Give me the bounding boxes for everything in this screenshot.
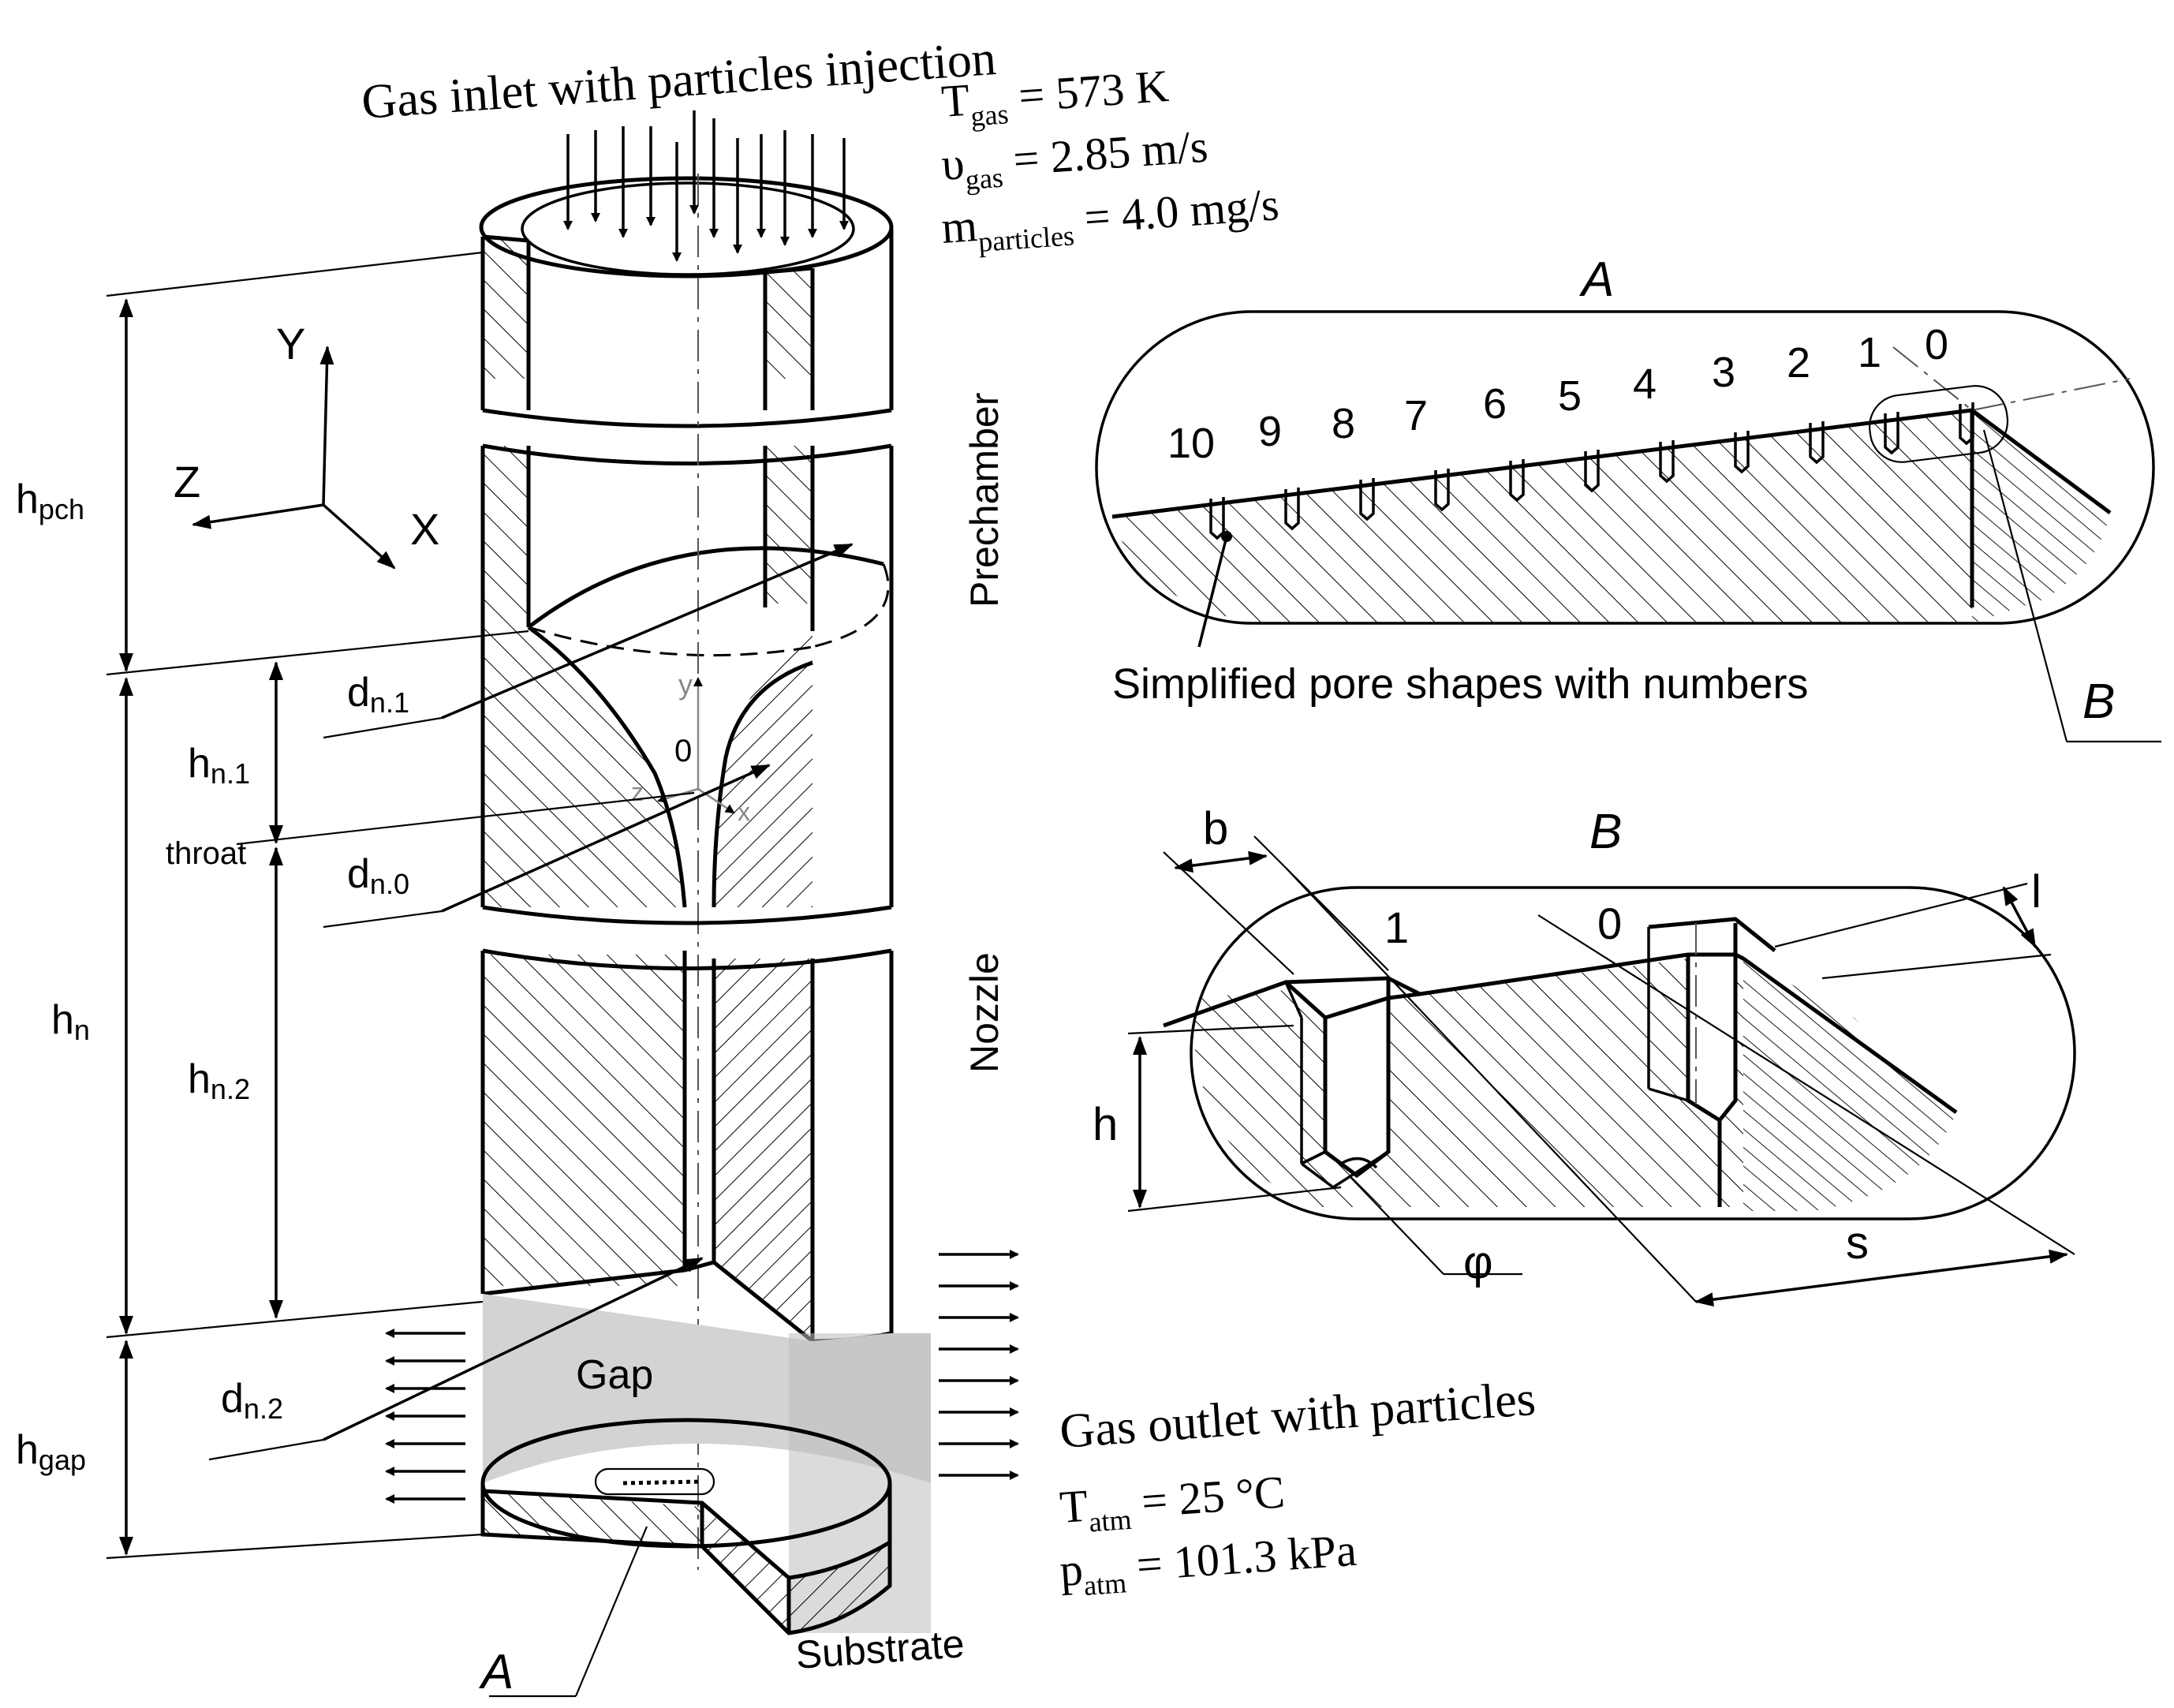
h-gap-subscript: gap xyxy=(39,1444,86,1476)
svg-text:hgap: hgap xyxy=(16,1427,86,1476)
local-z-label: z xyxy=(631,778,644,806)
h-n-symbol: h xyxy=(51,997,74,1043)
inlet-conditions: Tgas = 573 K υgas = 2.85 m/s mparticles … xyxy=(939,60,1280,258)
section-marker-a: A xyxy=(478,1526,648,1699)
pore-number-0: 0 xyxy=(1925,321,1948,368)
svg-text:Tgas = 573 K: Tgas = 573 K xyxy=(939,60,1171,134)
h-n1-subscript: n.1 xyxy=(211,757,250,790)
svg-text:dn.1: dn.1 xyxy=(347,670,409,719)
dimension-lines xyxy=(106,251,854,1560)
outlet-arrows-right xyxy=(939,1250,1019,1480)
t-gas-symbol: T xyxy=(939,74,971,127)
outlet-arrows-left xyxy=(385,1329,465,1504)
pore-number-1: 1 xyxy=(1858,329,1881,376)
m-particles-symbol: m xyxy=(939,200,979,253)
t-atm-symbol: T xyxy=(1058,1480,1089,1533)
local-x-label: x xyxy=(738,798,750,826)
t-gas-subscript: gas xyxy=(969,98,1010,132)
detail-a-title: A xyxy=(1578,252,1614,307)
substrate: Substrate xyxy=(480,1467,966,1677)
pore-number-8: 8 xyxy=(1332,400,1355,447)
svg-text:hpch: hpch xyxy=(16,477,84,525)
svg-text:υgas = 2.85 m/s: υgas = 2.85 m/s xyxy=(939,121,1210,197)
pore-number-3: 3 xyxy=(1712,349,1735,396)
throat-label: throat xyxy=(166,836,246,871)
pore-number-6: 6 xyxy=(1483,380,1507,428)
x-axis-label: X xyxy=(410,504,439,554)
prechamber-body xyxy=(480,446,894,908)
v-gas-symbol: υ xyxy=(939,137,966,190)
t-atm-value: = 25 °C xyxy=(1129,1466,1287,1528)
d-n2-subscript: n.2 xyxy=(244,1392,283,1425)
inlet-opening xyxy=(521,181,855,276)
dim-s-label: s xyxy=(1846,1217,1869,1269)
pore-row xyxy=(1209,402,1974,540)
section-marker-a-label: A xyxy=(478,1645,514,1699)
pore-number-5: 5 xyxy=(1558,372,1582,420)
pore-number-10: 10 xyxy=(1167,420,1215,467)
svg-text:patm = 101.3 kPa: patm = 101.3 kPa xyxy=(1058,1524,1358,1603)
d-n0-symbol: d xyxy=(347,851,370,897)
nozzle-lower xyxy=(480,951,894,1344)
dim-l-label: l xyxy=(2031,866,2041,918)
h-n2-symbol: h xyxy=(188,1056,211,1102)
detail-a-callout-b: B xyxy=(2082,675,2115,729)
h-pch-subscript: pch xyxy=(39,493,84,525)
cylinder-top xyxy=(479,176,894,410)
outlet-conditions: Tatm = 25 °C patm = 101.3 kPa xyxy=(1058,1466,1358,1603)
svg-text:hn.2: hn.2 xyxy=(188,1056,250,1105)
dim-b-label: b xyxy=(1203,803,1228,854)
svg-text:hn.1: hn.1 xyxy=(188,741,250,790)
t-atm-subscript: atm xyxy=(1088,1504,1133,1538)
p-atm-value: = 101.3 kPa xyxy=(1123,1524,1358,1591)
m-particles-value: = 4.0 mg/s xyxy=(1071,178,1280,244)
detail-b: B b l h xyxy=(1093,803,2076,1307)
h-n1-symbol: h xyxy=(188,741,211,787)
origin-label: 0 xyxy=(674,734,692,768)
outlet-title: Gas outlet with particles xyxy=(1058,1372,1537,1459)
v-gas-value: = 2.85 m/s xyxy=(1000,121,1209,186)
h-pch-symbol: h xyxy=(16,477,39,522)
pore-number-4: 4 xyxy=(1633,361,1657,408)
dimension-labels: hpch hn hgap hn.1 hn.2 throat dn.1 dn.0 … xyxy=(16,477,409,1476)
dim-h-label: h xyxy=(1093,1099,1118,1150)
detail-b-pore-1: 1 xyxy=(1384,903,1409,952)
gap-label: Gap xyxy=(576,1352,653,1398)
svg-text:dn.0: dn.0 xyxy=(347,851,409,900)
detail-b-frame xyxy=(1190,886,2076,1220)
z-axis-label: Z xyxy=(174,457,200,506)
prechamber-label: Prechamber xyxy=(962,393,1007,607)
d-n1-subscript: n.1 xyxy=(370,686,409,719)
t-gas-value: = 573 K xyxy=(1006,60,1171,122)
inlet-arrows xyxy=(563,110,849,262)
detail-a: A 10 9 8 7 6 5 4 3 xyxy=(1095,252,2161,743)
svg-text:Tatm = 25 °C: Tatm = 25 °C xyxy=(1058,1466,1287,1540)
p-atm-symbol: p xyxy=(1058,1543,1084,1596)
dim-phi-label: φ xyxy=(1463,1237,1493,1288)
pore-number-2: 2 xyxy=(1787,339,1810,387)
p-atm-subscript: atm xyxy=(1083,1567,1128,1601)
v-gas-subscript: gas xyxy=(964,162,1004,196)
inlet-title: Gas inlet with particles injection xyxy=(360,32,998,129)
detail-a-caption: Simplified pore shapes with numbers xyxy=(1112,660,1808,708)
h-n2-subscript: n.2 xyxy=(211,1073,250,1105)
detail-b-pore-0: 0 xyxy=(1597,899,1622,948)
d-n0-subscript: n.0 xyxy=(370,868,409,900)
local-y-label: y xyxy=(678,668,693,701)
m-particles-subscript: particles xyxy=(977,219,1075,257)
detail-b-title: B xyxy=(1589,805,1622,859)
svg-text:hn: hn xyxy=(51,997,90,1046)
h-n-subscript: n xyxy=(74,1014,90,1046)
d-n1-symbol: d xyxy=(347,670,370,716)
pore-number-9: 9 xyxy=(1258,408,1282,455)
pore-number-7: 7 xyxy=(1404,392,1428,439)
break-top xyxy=(482,408,892,465)
d-n2-symbol: d xyxy=(221,1376,244,1422)
y-axis-label: Y xyxy=(276,319,305,368)
global-axes: Y Z X xyxy=(174,319,439,570)
h-gap-symbol: h xyxy=(16,1427,39,1473)
svg-text:dn.2: dn.2 xyxy=(221,1376,283,1425)
nozzle-label: Nozzle xyxy=(962,952,1007,1073)
